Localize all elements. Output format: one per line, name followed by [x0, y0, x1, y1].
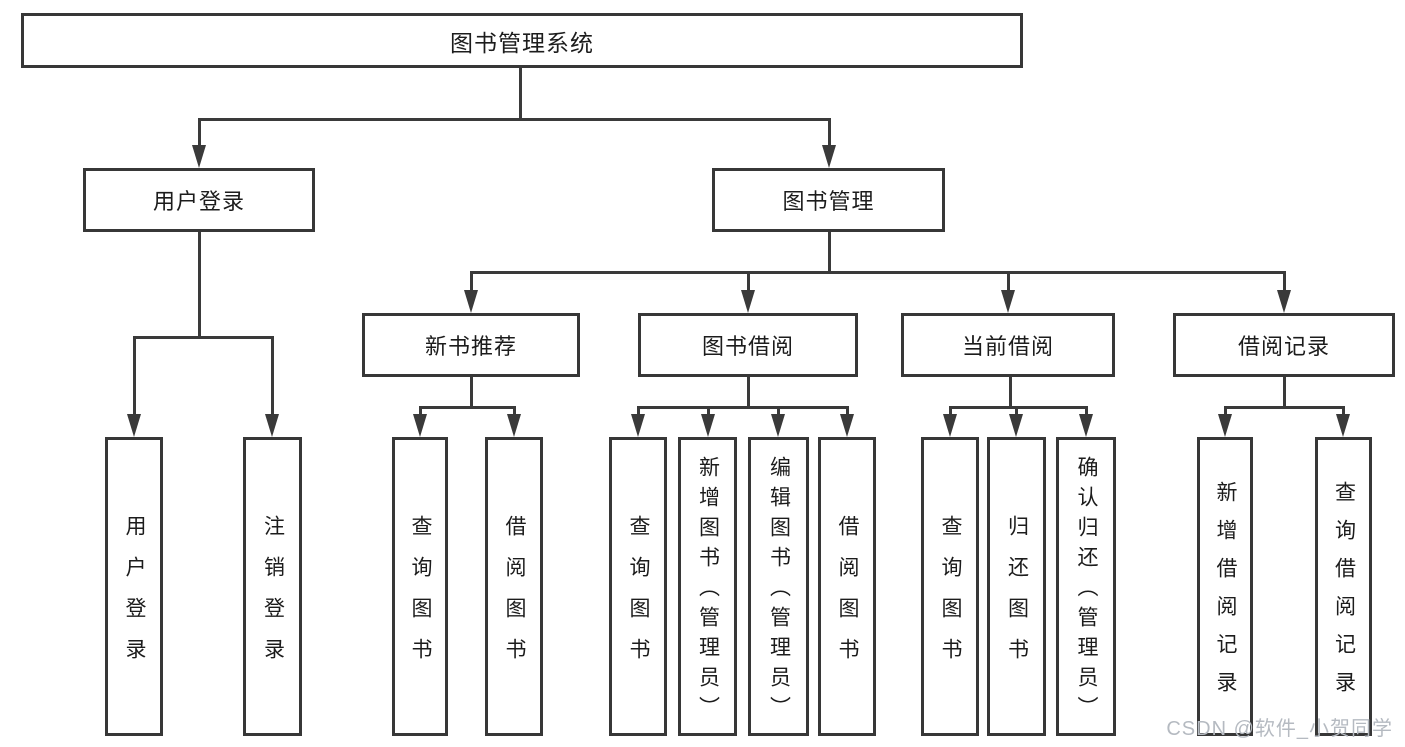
connector-line: [271, 338, 274, 416]
watermark: CSDN @软件_小贺同学: [1166, 718, 1393, 740]
leaf-label: 用户登录: [123, 514, 146, 679]
arrow-down-icon: [943, 414, 957, 437]
leaf-label: 新增图书（管理员）: [696, 456, 720, 726]
leaf-label: 查询图书: [627, 514, 650, 679]
node-new-book-recommendation: 新书推荐: [362, 313, 580, 377]
connector-line: [1007, 273, 1010, 292]
leaf-label: 确认归还（管理员）: [1075, 456, 1098, 726]
arrow-down-icon: [413, 414, 427, 437]
arrow-down-icon: [507, 414, 521, 437]
leaf-logout: 注销登录: [243, 437, 302, 736]
leaf-add-borrow-record: 新增借阅记录: [1197, 437, 1253, 736]
leaf-return-book: 归还图书: [987, 437, 1046, 736]
node-current-borrowing: 当前借阅: [901, 313, 1115, 377]
arrow-down-icon: [1218, 414, 1232, 437]
arrow-down-icon: [1336, 414, 1350, 437]
arrow-down-icon: [822, 145, 836, 168]
leaf-query-borrow-record: 查询借阅记录: [1315, 437, 1372, 736]
connector-line: [747, 273, 750, 292]
connector-line: [470, 273, 473, 292]
connector-line: [470, 271, 1286, 274]
connector-line: [1009, 377, 1012, 406]
leaf-edit-book-admin: 编辑图书（管理员）: [748, 437, 809, 736]
connector-line: [637, 406, 640, 416]
connector-line: [470, 377, 473, 406]
connector-line: [949, 406, 1087, 409]
leaf-label: 查询借阅记录: [1332, 481, 1356, 709]
node-book-management: 图书管理: [712, 168, 945, 232]
arrow-down-icon: [1009, 414, 1023, 437]
leaf-query-books-recommend: 查询图书: [392, 437, 448, 736]
leaf-query-books-borrow: 查询图书: [609, 437, 667, 736]
node-user-login: 用户登录: [83, 168, 315, 232]
arrow-down-icon: [265, 414, 279, 437]
arrow-down-icon: [741, 290, 755, 313]
connector-line: [1224, 406, 1345, 409]
connector-line: [133, 336, 274, 339]
arrow-down-icon: [1079, 414, 1093, 437]
connector-line: [133, 338, 136, 416]
connector-line: [198, 120, 201, 147]
arrow-down-icon: [701, 414, 715, 437]
arrow-down-icon: [1277, 290, 1291, 313]
arrow-down-icon: [840, 414, 854, 437]
arrow-down-icon: [1001, 290, 1015, 313]
connector-line: [1342, 406, 1345, 416]
leaf-confirm-return-admin: 确认归还（管理员）: [1056, 437, 1116, 736]
connector-line: [419, 406, 422, 416]
connector-line: [1283, 273, 1286, 292]
node-book-borrowing: 图书借阅: [638, 313, 858, 377]
leaf-user-login: 用户登录: [105, 437, 163, 736]
leaf-label: 借阅图书: [503, 514, 526, 679]
leaf-borrow-books-recommend: 借阅图书: [485, 437, 543, 736]
leaf-label: 查询图书: [939, 514, 962, 679]
arrow-down-icon: [127, 414, 141, 437]
arrow-down-icon: [771, 414, 785, 437]
connector-line: [1283, 377, 1286, 406]
node-borrowing-records: 借阅记录: [1173, 313, 1395, 377]
connector-line: [419, 406, 516, 409]
connector-line: [513, 406, 516, 416]
node-library-management-system: 图书管理系统: [21, 13, 1023, 68]
arrow-down-icon: [192, 145, 206, 168]
leaf-label: 借阅图书: [836, 514, 859, 679]
connector-line: [1224, 406, 1227, 416]
leaf-label: 归还图书: [1005, 514, 1029, 679]
connector-line: [1085, 406, 1088, 416]
connector-line: [519, 68, 522, 118]
leaf-label: 注销登录: [261, 514, 285, 679]
connector-line: [1015, 406, 1018, 416]
leaf-label: 新增借阅记录: [1214, 481, 1237, 709]
connector-line: [747, 377, 750, 406]
connector-line: [949, 406, 952, 416]
connector-line: [777, 406, 780, 416]
connector-line: [846, 406, 849, 416]
connector-line: [198, 232, 201, 336]
leaf-add-book-admin: 新增图书（管理员）: [678, 437, 737, 736]
connector-line: [198, 118, 831, 121]
leaf-label: 编辑图书（管理员）: [767, 456, 791, 726]
leaf-query-books-current: 查询图书: [921, 437, 979, 736]
connector-line: [637, 406, 848, 409]
arrow-down-icon: [464, 290, 478, 313]
connector-line: [828, 232, 831, 271]
arrow-down-icon: [631, 414, 645, 437]
connector-line: [828, 120, 831, 147]
connector-line: [707, 406, 710, 416]
leaf-label: 查询图书: [409, 514, 432, 679]
leaf-borrow-book: 借阅图书: [818, 437, 876, 736]
